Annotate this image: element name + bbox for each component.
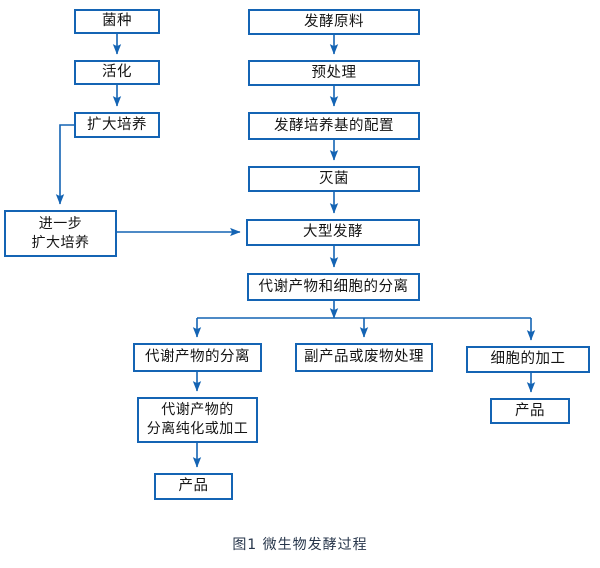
node-metabolite-purification[interactable]: 代谢产物的 分离纯化或加工 [137, 397, 258, 443]
node-activation[interactable]: 活化 [74, 60, 160, 85]
node-product-left[interactable]: 产品 [154, 473, 233, 500]
node-medium-preparation[interactable]: 发酵培养基的配置 [248, 112, 420, 140]
node-sterilization[interactable]: 灭菌 [248, 166, 420, 192]
node-expand-culture[interactable]: 扩大培养 [74, 112, 160, 138]
node-metabolite-separation[interactable]: 代谢产物的分离 [133, 343, 262, 372]
node-pretreatment[interactable]: 预处理 [248, 60, 420, 86]
node-byproduct-treatment[interactable]: 副产品或废物处理 [295, 343, 433, 372]
node-strain[interactable]: 菌种 [74, 9, 160, 34]
node-raw-material[interactable]: 发酵原料 [248, 9, 420, 35]
connector-expand-culture-to-further-expand [55, 124, 74, 205]
node-cell-processing[interactable]: 细胞的加工 [466, 346, 590, 373]
node-separation[interactable]: 代谢产物和细胞的分离 [247, 273, 420, 301]
node-product-right[interactable]: 产品 [490, 398, 570, 424]
node-large-fermentation[interactable]: 大型发酵 [246, 219, 420, 246]
figure-caption: 图1 微生物发酵过程 [232, 537, 368, 553]
node-further-expand-culture[interactable]: 进一步 扩大培养 [4, 210, 117, 257]
